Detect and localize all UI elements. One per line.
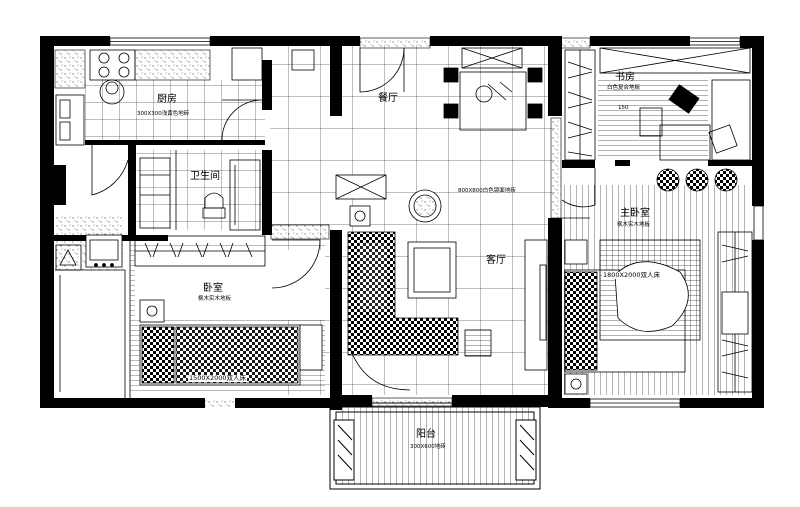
bedroom-wardrobe — [134, 235, 266, 267]
kitchen-fixtures — [55, 47, 315, 271]
master-bed — [564, 168, 738, 395]
bathroom-label: 卫生间 — [190, 171, 220, 182]
living-label: 客厅 — [486, 255, 506, 266]
study-dimension-label: 150 — [618, 105, 629, 111]
misc — [55, 241, 131, 398]
living-furniture — [335, 174, 548, 391]
dining-furniture — [443, 47, 543, 131]
master-wardrobe — [717, 231, 753, 393]
kitchen-label: 厨房 — [157, 94, 177, 105]
balcony-floor-label: 300X600地砖 — [410, 444, 446, 450]
study-wardrobe — [564, 49, 596, 161]
bedroom-label: 卧室 — [203, 283, 223, 294]
master-bedroom-label: 主卧室 — [620, 208, 650, 219]
master-bed-label: 1800X2000双人床 — [602, 271, 662, 279]
master-bedroom-floor-label: 枫木实木地板 — [617, 222, 651, 228]
bedroom-bed — [139, 299, 323, 386]
study-label: 书房 — [615, 72, 635, 83]
windows — [41, 37, 764, 408]
exterior-walls — [40, 36, 764, 408]
interior-walls — [54, 36, 764, 410]
bedroom-bed-label: 1500X2000双人床 — [188, 374, 248, 382]
doors — [91, 47, 596, 289]
bedroom-floor-label: 枫木实木地板 — [198, 296, 232, 302]
kitchen-floor-label: 300X300浅黄色地砖 — [137, 111, 190, 117]
study-furniture — [599, 47, 751, 161]
living-floor-label: 800X800白色镜面地砖 — [458, 188, 516, 194]
floor-finishes — [85, 45, 750, 485]
study-floor-label: 白色复合地板 — [607, 85, 641, 91]
balcony — [329, 402, 541, 490]
bathroom-fixtures — [139, 150, 261, 231]
dining-label: 餐厅 — [378, 93, 398, 104]
balcony-label: 阳台 — [416, 429, 436, 440]
